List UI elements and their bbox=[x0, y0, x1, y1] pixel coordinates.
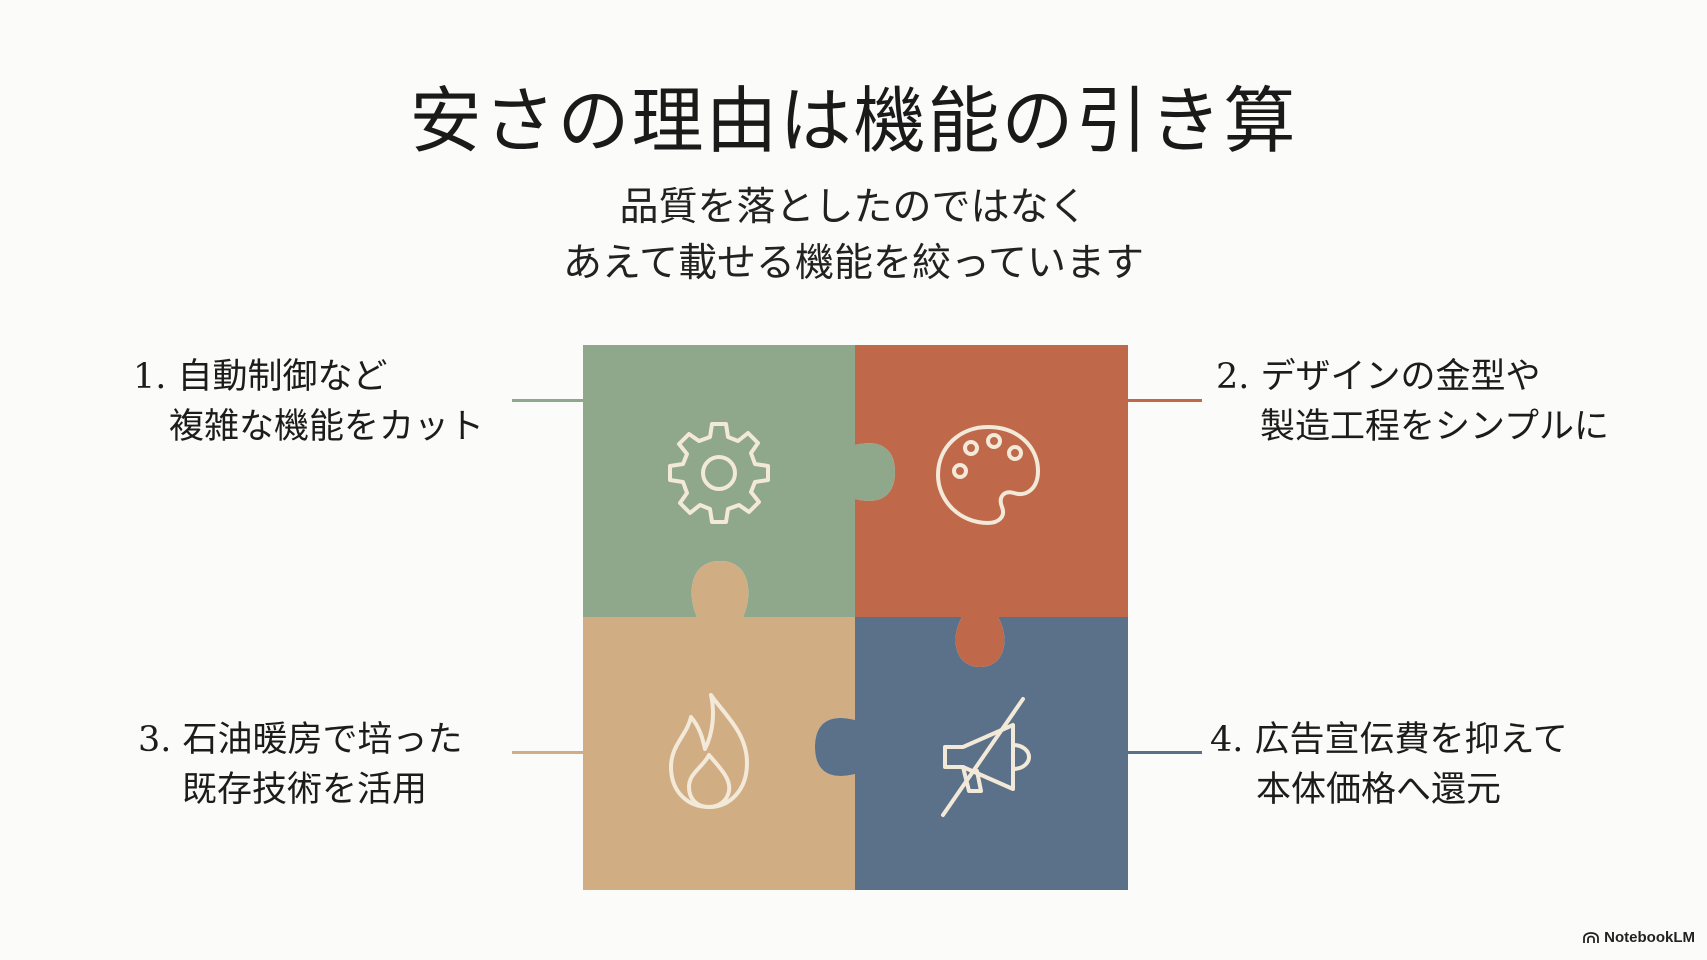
subtitle: 品質を落としたのではなく あえて載せる機能を絞っています bbox=[0, 180, 1707, 292]
point-1-line-1: 1. 自動制御など bbox=[133, 357, 388, 397]
puzzle-piece-4 bbox=[815, 617, 1128, 890]
puzzle-piece-1 bbox=[583, 345, 895, 617]
point-2-line-1: 2. デザインの金型や bbox=[1216, 357, 1541, 397]
point-4-line-2: 本体価格へ還元 bbox=[1256, 770, 1502, 810]
connector-line-4 bbox=[1127, 751, 1202, 754]
point-1-label: 1. 自動制御など 複雑な機能をカット bbox=[133, 352, 484, 452]
subtitle-line-2: あえて載せる機能を絞っています bbox=[562, 241, 1145, 286]
point-2-line-2: 製造工程をシンプルに bbox=[1260, 407, 1609, 447]
point-4-label: 4. 広告宣伝費を抑えて 本体価格へ還元 bbox=[1210, 715, 1568, 815]
connector-line-2 bbox=[1127, 399, 1202, 402]
connector-line-3 bbox=[512, 751, 584, 754]
puzzle-piece-2 bbox=[855, 345, 1128, 667]
connector-line-1 bbox=[512, 399, 584, 402]
point-3-line-1: 3. 石油暖房で培った bbox=[138, 720, 463, 760]
point-2-label: 2. デザインの金型や 製造工程をシンプルに bbox=[1216, 352, 1609, 452]
puzzle-graphic bbox=[583, 345, 1128, 890]
gear-icon bbox=[668, 422, 770, 524]
footer-brand-label: NotebookLM bbox=[1604, 929, 1695, 946]
point-3-label: 3. 石油暖房で培った 既存技術を活用 bbox=[138, 715, 463, 815]
puzzle-piece-3 bbox=[583, 561, 855, 890]
palette-icon bbox=[936, 425, 1040, 525]
flame-icon bbox=[669, 693, 749, 809]
notebooklm-logo-icon bbox=[1583, 931, 1600, 943]
no-megaphone-icon bbox=[941, 697, 1031, 817]
point-4-line-1: 4. 広告宣伝費を抑えて bbox=[1210, 720, 1568, 760]
footer-brand: NotebookLM bbox=[1583, 929, 1695, 946]
page-title: 安さの理由は機能の引き算 bbox=[409, 79, 1298, 163]
subtitle-line-1: 品質を落としたのではなく bbox=[619, 185, 1088, 230]
point-1-line-2: 複雑な機能をカット bbox=[169, 407, 485, 447]
point-3-line-2: 既存技術を活用 bbox=[182, 770, 428, 810]
